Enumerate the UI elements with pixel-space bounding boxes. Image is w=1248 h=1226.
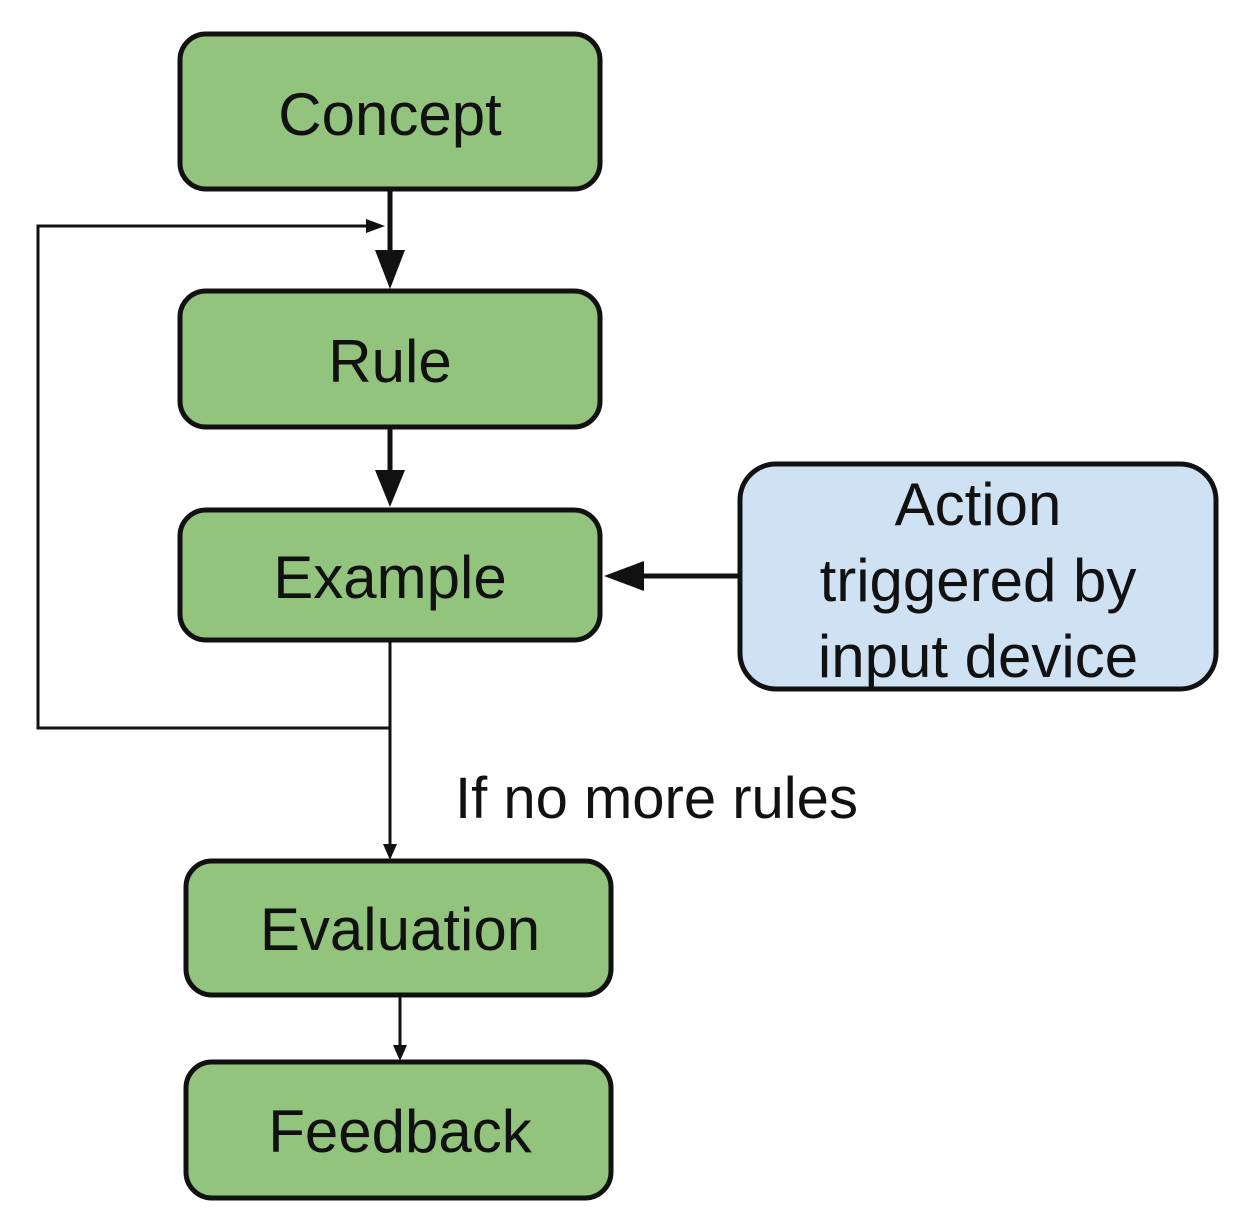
node-action-label-line1: Action (895, 471, 1062, 538)
node-example: Example (177, 507, 603, 643)
edge-label-no-more-rules: If no more rules (455, 766, 858, 831)
arrowhead-example-evaluation (383, 844, 397, 860)
node-feedback: Feedback (183, 1059, 614, 1201)
node-action-label-line3: input device (818, 623, 1138, 690)
node-rule: Rule (177, 288, 603, 430)
arrowhead-loop-back (366, 219, 385, 233)
node-feedback-label: Feedback (268, 1098, 532, 1165)
node-concept: Concept (177, 31, 603, 192)
arrowhead-evaluation-feedback (393, 1045, 407, 1061)
node-example-label: Example (273, 544, 506, 611)
node-concept-label: Concept (278, 81, 502, 148)
edge-loop-back (36, 224, 390, 730)
node-evaluation-label: Evaluation (260, 896, 540, 963)
arrowhead-action-example (604, 561, 644, 591)
node-action-label-line2: triggered by (820, 547, 1137, 614)
arrowhead-rule-example (375, 470, 405, 507)
node-rule-label: Rule (328, 328, 451, 395)
node-evaluation: Evaluation (183, 858, 614, 998)
node-action: Action triggered by input device (737, 461, 1219, 692)
arrowhead-concept-rule (375, 250, 405, 289)
